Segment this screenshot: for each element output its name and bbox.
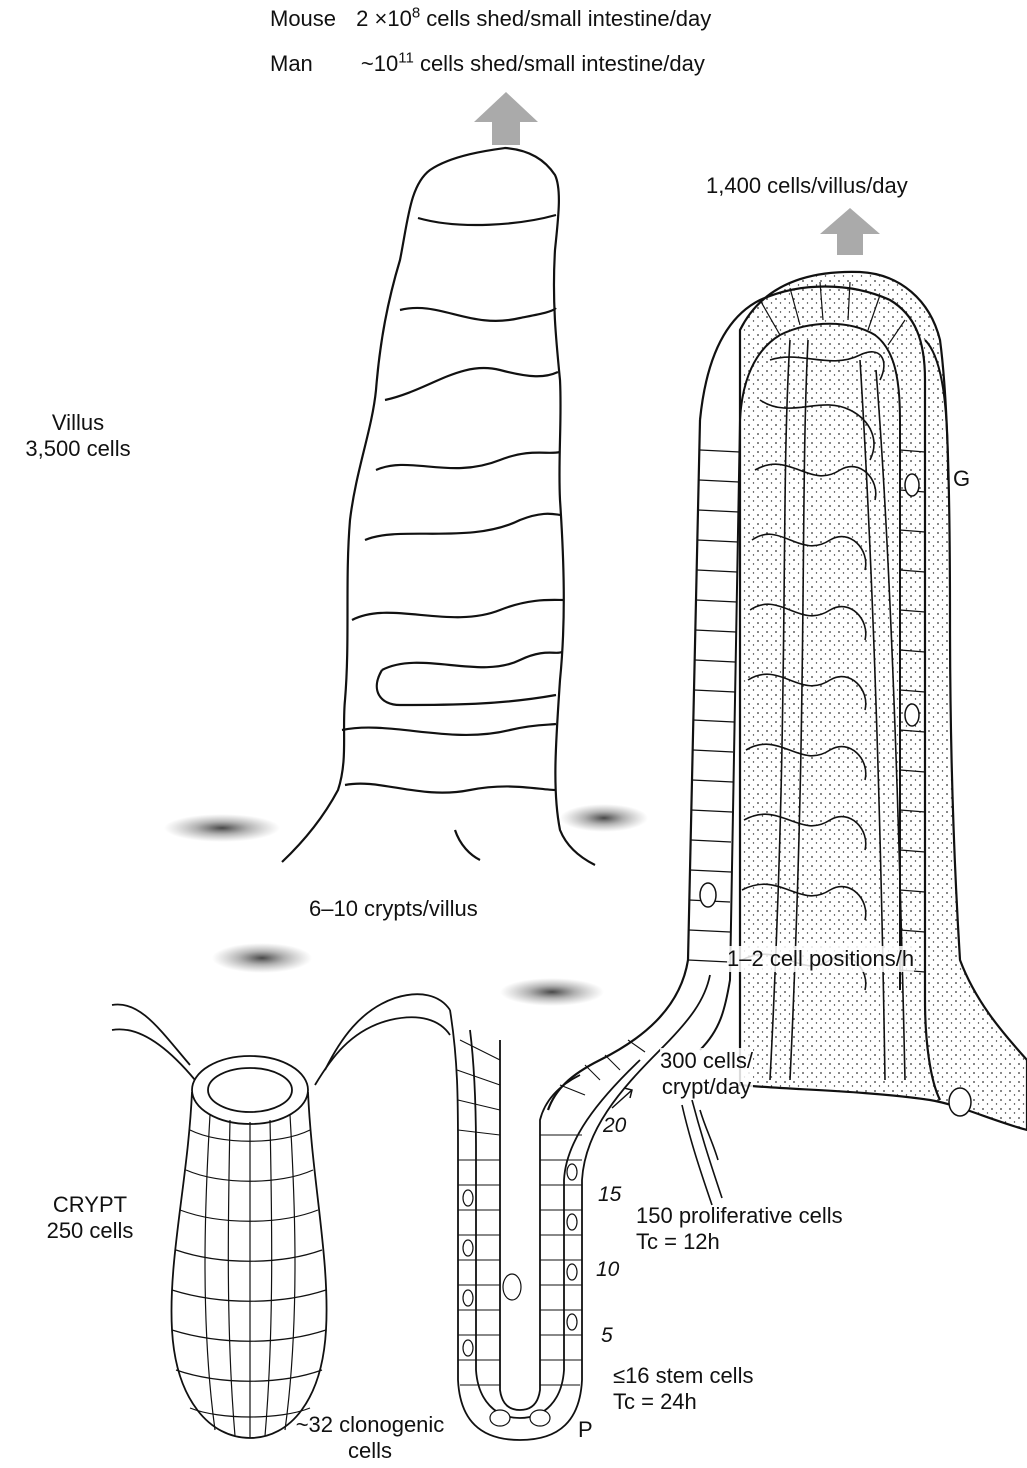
stem-line1: ≤16 stem cells	[613, 1363, 753, 1389]
crypt-label: CRYPT 250 cells	[30, 1192, 150, 1244]
stem-line2: Tc = 24h	[613, 1389, 753, 1415]
crypt-output-line1: 300 cells/	[660, 1048, 753, 1074]
villus-outline	[282, 148, 595, 865]
vessel-icon	[682, 1100, 722, 1205]
proliferative-label: 150 proliferative cells Tc = 12h	[636, 1203, 843, 1255]
migration-rate-label: 1–2 cell positions/h	[727, 946, 914, 972]
villus-cells: 3,500 cells	[8, 436, 148, 462]
proliferative-line2: Tc = 12h	[636, 1229, 843, 1255]
mouse-value: 2 ×108 cells shed/small intestine/day	[356, 6, 711, 31]
header-mouse-row: Mouse 2 ×108 cells shed/small intestine/…	[270, 6, 711, 32]
stem-cells-label: ≤16 stem cells Tc = 24h	[613, 1363, 753, 1415]
header-man-row: Man ~1011 cells shed/small intestine/day	[270, 51, 705, 77]
position-20: 20	[603, 1114, 626, 1138]
mouse-label: Mouse	[270, 6, 336, 31]
villus-shed-label: 1,400 cells/villus/day	[706, 173, 908, 199]
villus-label: Villus 3,500 cells	[8, 410, 148, 462]
goblet-label-g: G	[953, 466, 970, 492]
position-10: 10	[596, 1258, 619, 1282]
shed-arrow-icon	[474, 92, 538, 145]
crypts-per-villus-label: 6–10 crypts/villus	[309, 896, 478, 922]
crypt-output-label: 300 cells/ crypt/day	[660, 1048, 753, 1100]
villus-title: Villus	[8, 410, 148, 436]
crypt-cells: 250 cells	[30, 1218, 150, 1244]
villus-section	[548, 272, 1027, 1130]
crypt-title: CRYPT	[30, 1192, 150, 1218]
paneth-label-p: P	[578, 1417, 593, 1443]
crypt-output-line2: crypt/day	[660, 1074, 753, 1100]
man-label: Man	[270, 51, 313, 76]
position-5: 5	[601, 1324, 613, 1348]
clonogenic-line1: ~32 clonogenic	[270, 1412, 470, 1438]
proliferative-line1: 150 proliferative cells	[636, 1203, 843, 1229]
clonogenic-label: ~32 clonogenic cells	[270, 1412, 470, 1464]
man-value: ~1011 cells shed/small intestine/day	[361, 51, 705, 76]
clonogenic-line2: cells	[270, 1438, 470, 1464]
crypt-cylinder	[112, 994, 450, 1438]
position-15: 15	[598, 1183, 621, 1207]
villus-shed-arrow-icon	[820, 208, 880, 255]
